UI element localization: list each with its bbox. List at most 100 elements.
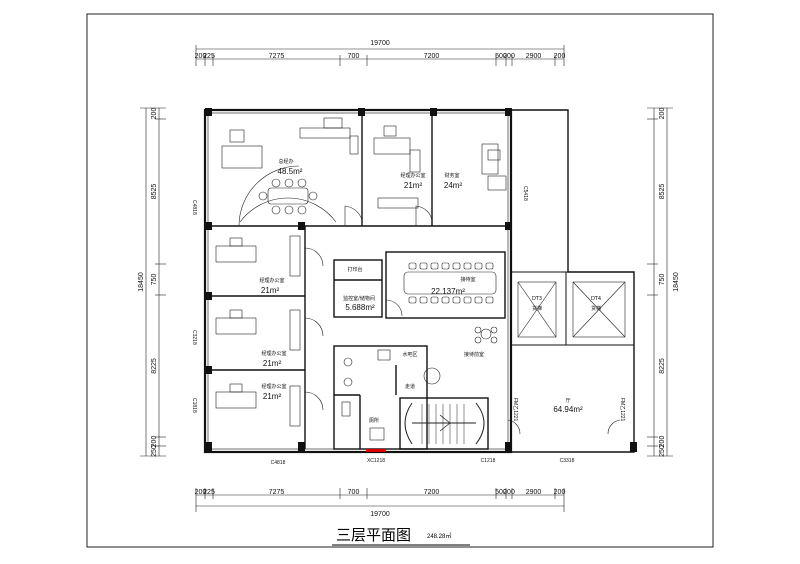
window-xc1218-bottom: XC1218 (367, 458, 385, 464)
meeting-chair (485, 262, 494, 270)
right-dim-4: 200 (659, 436, 666, 448)
meeting-chair (441, 296, 450, 304)
top-dim-1: 225 (203, 53, 215, 60)
room-dt4-sub: 货梯 (591, 305, 601, 312)
meeting-chair (430, 262, 439, 270)
meeting-chair (474, 296, 483, 304)
meeting-chair (419, 262, 428, 270)
window-c4818-left: C4818 (191, 200, 197, 215)
meeting-chair (441, 262, 450, 270)
room-mo-top-area: 21m² (404, 181, 423, 190)
top-total-dim: 19700 (370, 40, 390, 47)
bottom-dim-7: 2900 (526, 489, 542, 496)
room-mo3-name: 经理办公室 (261, 383, 286, 390)
door-swings (238, 165, 621, 435)
window-c5418-right: C5418 (522, 186, 528, 201)
right-dim-5: 250 (659, 445, 666, 457)
room-finance-area: 24m² (444, 181, 463, 190)
top-dim-8: 200 (554, 53, 566, 60)
right-dim-0: 200 (659, 108, 666, 120)
top-dim-6: 200 (503, 53, 515, 60)
meeting-chair (463, 296, 472, 304)
meeting-chair (485, 296, 494, 304)
staircase (404, 402, 485, 445)
room-mo2-name: 经理办公室 (261, 350, 286, 357)
room-toilet-name: 厕所 (369, 417, 379, 424)
red-window-mark (366, 449, 386, 452)
meeting-chair (452, 296, 461, 304)
bottom-dim-6: 200 (503, 489, 515, 496)
bottom-dim-5: 500 (495, 489, 507, 496)
left-dim-3: 8225 (151, 358, 158, 374)
bottom-dim-8: 200 (554, 489, 566, 496)
room-monitor-area: 5.688m² (345, 303, 375, 312)
elevator-shafts (517, 281, 626, 338)
room-dt3-sub: 货梯 (532, 305, 542, 312)
room-hall-name: 厅 (565, 398, 570, 404)
toilet-fixtures (341, 349, 391, 441)
top-dim-4: 7200 (424, 53, 440, 60)
left-dim-4: 200 (151, 436, 158, 448)
room-mo2-area: 21m² (263, 359, 282, 368)
door-fm1: FM乙1221 (512, 398, 519, 422)
left-dim-0: 200 (151, 108, 158, 120)
meeting-chair (419, 296, 428, 304)
room-meeting-area: 22.137m² (431, 287, 465, 296)
bottom-dim-2: 7275 (269, 489, 285, 496)
sheet-frame (86, 13, 714, 548)
top-dim-2: 7275 (269, 53, 285, 60)
right-total-dim: 18450 (673, 272, 680, 292)
meeting-chair (408, 296, 417, 304)
bottom-total-dim: 19700 (370, 511, 390, 518)
room-reception-name: 接待前室 (464, 351, 484, 358)
total-area: 248.28㎡ (427, 532, 451, 540)
bottom-dimensions (195, 488, 565, 512)
drawing-title: 三层平面图 (336, 526, 411, 544)
room-mo1-name: 经理办公室 (259, 277, 284, 284)
top-dim-3: 700 (348, 53, 360, 60)
room-gm-area: 48.5m² (278, 167, 303, 176)
room-dt4-name: DT4 (591, 296, 601, 302)
room-finance-name: 财务室 (444, 172, 459, 179)
bottom-dim-3: 700 (348, 489, 360, 496)
door-fm2: FM乙1221 (619, 398, 626, 422)
top-dim-7: 2900 (526, 53, 542, 60)
gm-furniture (221, 117, 359, 223)
left-total-dim: 18450 (138, 272, 145, 292)
window-c3218-left: C3218 (191, 330, 197, 345)
room-hall-area: 64.94m² (553, 405, 583, 414)
interior-walls (208, 113, 508, 450)
bottom-dim-0: 200 (195, 489, 207, 496)
room-corridor-name: 走道 (405, 383, 415, 390)
office-furniture (215, 125, 507, 427)
room-print-name: 打印台 (347, 266, 362, 273)
window-c4818-bottom: C4818 (271, 460, 286, 466)
meeting-chair (474, 262, 483, 270)
room-gm-name: 总经办 (278, 158, 293, 165)
bottom-dim-1: 225 (203, 489, 215, 496)
window-c1218-bottom: C1218 (481, 458, 496, 464)
room-waterbar-name: 水吧区 (402, 351, 417, 358)
meeting-chair (463, 262, 472, 270)
room-dt3-name: DT3 (532, 296, 542, 302)
top-dim-0: 200 (195, 53, 207, 60)
left-dimensions (140, 107, 166, 457)
right-dimensions (647, 107, 673, 457)
room-mo3-area: 21m² (263, 392, 282, 401)
meeting-chair (430, 296, 439, 304)
bottom-dim-4: 7200 (424, 489, 440, 496)
room-mo-top-name: 经理办公室 (400, 172, 425, 179)
meeting-chair (408, 262, 417, 270)
right-dim-3: 8225 (659, 358, 666, 374)
meeting-chair (452, 262, 461, 270)
left-dim-2: 750 (151, 274, 158, 286)
room-monitor-name: 监控室/储物间 (343, 295, 375, 302)
left-dim-5: 250 (151, 445, 158, 457)
left-dim-1: 8525 (151, 184, 158, 200)
meeting-furniture (403, 262, 498, 385)
window-c1818-left: C1818 (191, 398, 197, 413)
right-dim-1: 8525 (659, 184, 666, 200)
right-dim-2: 750 (659, 274, 666, 286)
room-mo1-area: 21m² (261, 286, 280, 295)
